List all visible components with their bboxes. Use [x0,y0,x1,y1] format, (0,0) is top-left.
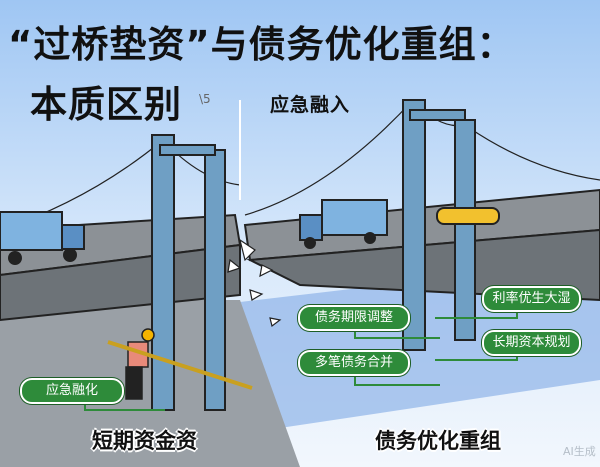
worker [107,328,253,400]
page-title-line2: 本质区别 [30,83,182,126]
yellow-car [436,207,500,225]
truck-right [299,199,388,249]
subtitle: 应急融入 [270,94,351,116]
debris [227,238,282,328]
tag-emergency-financing: 应急融化 [20,378,124,404]
tag-long-term-capital: 长期资本规划 [482,330,581,356]
watermark: AI生成 [563,445,596,458]
tag-debt-consolidation: 多笔债务合并 [298,350,410,376]
truck-left [0,211,85,265]
right-section-label: 债务优化重组 [375,429,501,453]
small-mark: \5 [199,92,211,106]
left-section-label: 短期资金资 [92,429,197,453]
tag-interest-rate: 利率优生大湿 [482,286,581,312]
page-title-line1: “过桥垫资”与债务优化重组： [8,23,515,66]
pillars [151,99,476,411]
tag-term-adjustment: 债务期限调整 [298,305,410,331]
